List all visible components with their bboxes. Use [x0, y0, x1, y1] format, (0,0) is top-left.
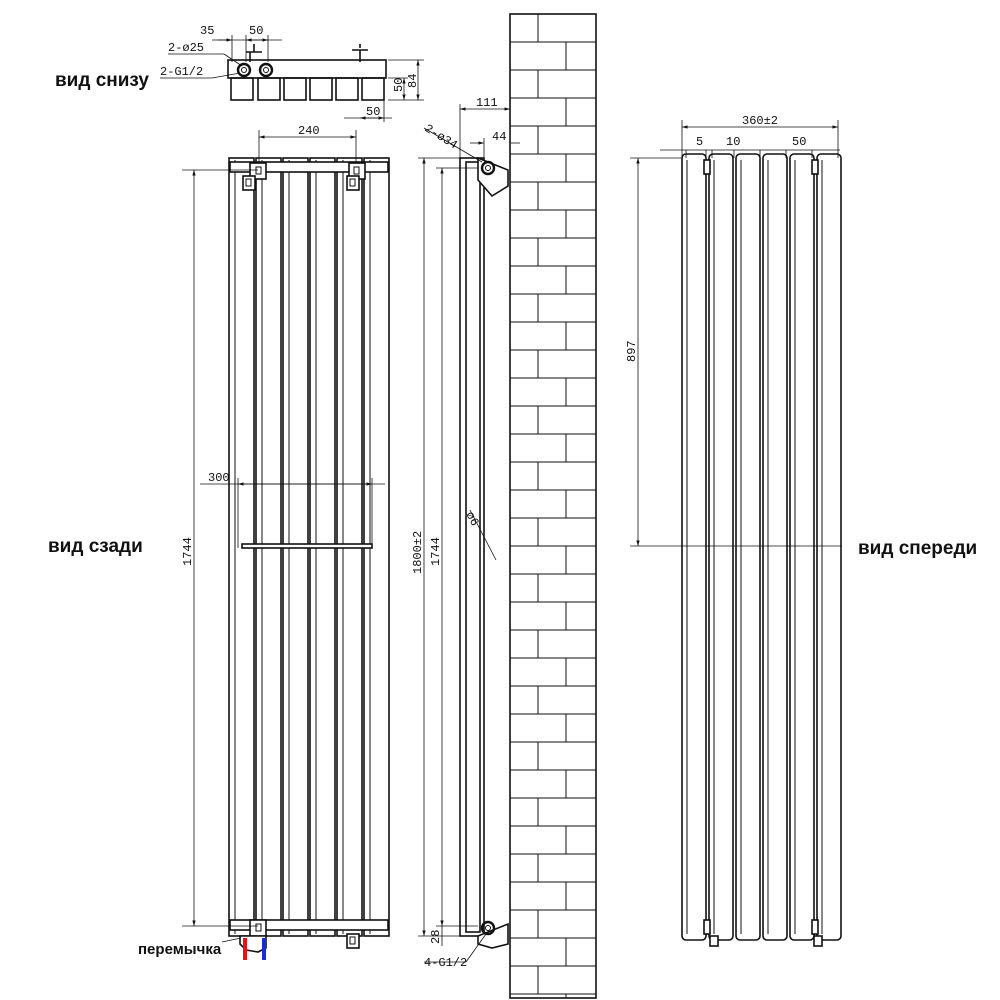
label-back-view: вид сзади: [48, 536, 143, 557]
dim-10: 10: [726, 135, 740, 149]
dim-2d25: 2-ø25: [168, 41, 204, 55]
label-jumper: перемычка: [138, 941, 222, 958]
dim-5: 5: [696, 135, 703, 149]
dim-d6: ø6: [462, 509, 481, 528]
dim-2d34: 2-ø34: [422, 122, 460, 153]
dim-2g12: 2-G1/2: [160, 65, 203, 79]
dim-50-col: 50: [792, 135, 806, 149]
dim-1744-side: 1744: [429, 537, 443, 566]
hot-pipe: [243, 938, 247, 960]
label-bottom-view: вид снизу: [55, 70, 149, 91]
side-view: 111 44 2-ø34 1800±2 1744 ø6 28 4-G1/2: [411, 13, 597, 999]
front-view: 360±2 5 10 50 897: [625, 114, 842, 947]
cold-pipe: [262, 938, 266, 960]
dim-1800: 1800±2: [411, 531, 425, 574]
brick-wall: [509, 13, 597, 999]
dim-4g12: 4-G1/2: [424, 956, 467, 970]
dim-44: 44: [492, 130, 506, 144]
dim-84: 84: [406, 74, 420, 88]
back-view: 240 300: [181, 124, 390, 960]
dim-300: 300: [208, 471, 230, 485]
dim-111: 111: [476, 96, 498, 110]
bottom-view: 35 50 2-ø25 2-G1/2 84 50 50: [160, 24, 424, 122]
label-front-view: вид спереди: [858, 538, 977, 559]
dim-240: 240: [298, 124, 320, 138]
dim-50-depth: 50: [392, 78, 406, 92]
dim-50-top: 50: [249, 24, 263, 38]
dim-50-bottom: 50: [366, 105, 380, 119]
dim-28: 28: [429, 930, 443, 944]
dim-360: 360±2: [742, 114, 778, 128]
dim-1744-back: 1744: [181, 537, 195, 566]
dim-35: 35: [200, 24, 214, 38]
dim-897: 897: [625, 340, 639, 362]
